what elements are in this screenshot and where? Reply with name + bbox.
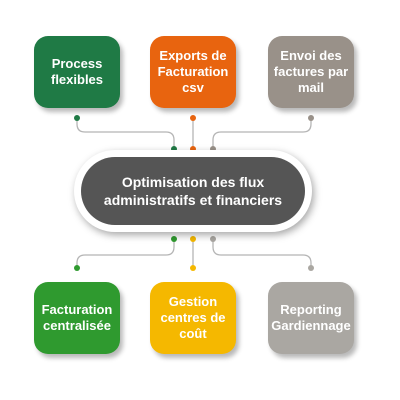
dot-top-center-box — [190, 115, 196, 121]
box-label: Reporting Gardiennage — [271, 302, 351, 333]
dot-top-right-box — [308, 115, 314, 121]
dot-bottom-center-center — [190, 236, 196, 242]
central-topic-inner: Optimisation des flux administratifs et … — [81, 157, 305, 225]
central-topic: Optimisation des flux administratifs et … — [74, 150, 312, 232]
box-gestion-centres: Gestion centres de coût — [150, 282, 236, 354]
box-facturation-centralisee: Facturation centralisée — [34, 282, 120, 354]
box-label: Envoi des factures par mail — [273, 48, 349, 95]
box-label: Process flexibles — [50, 56, 104, 87]
dot-bottom-left-center — [171, 236, 177, 242]
dot-bottom-left-box — [74, 265, 80, 271]
connector-top-right — [212, 118, 312, 149]
dot-bottom-right-center — [210, 236, 216, 242]
box-envoi-factures: Envoi des factures par mail — [268, 36, 354, 108]
dot-bottom-right-box — [308, 265, 314, 271]
box-label: Exports de Facturation csv — [157, 48, 229, 95]
box-process-flexibles: Process flexibles — [34, 36, 120, 108]
dot-bottom-center-box — [190, 265, 196, 271]
box-label: Gestion centres de coût — [160, 294, 226, 341]
connector-bottom-right — [212, 239, 312, 268]
connector-bottom-left — [76, 239, 175, 268]
box-reporting-gardiennage: Reporting Gardiennage — [268, 282, 354, 354]
connector-top-left — [76, 118, 175, 149]
box-exports-facturation: Exports de Facturation csv — [150, 36, 236, 108]
box-label: Facturation centralisée — [41, 302, 113, 333]
central-topic-title: Optimisation des flux administratifs et … — [103, 174, 283, 208]
dot-top-left-box — [74, 115, 80, 121]
